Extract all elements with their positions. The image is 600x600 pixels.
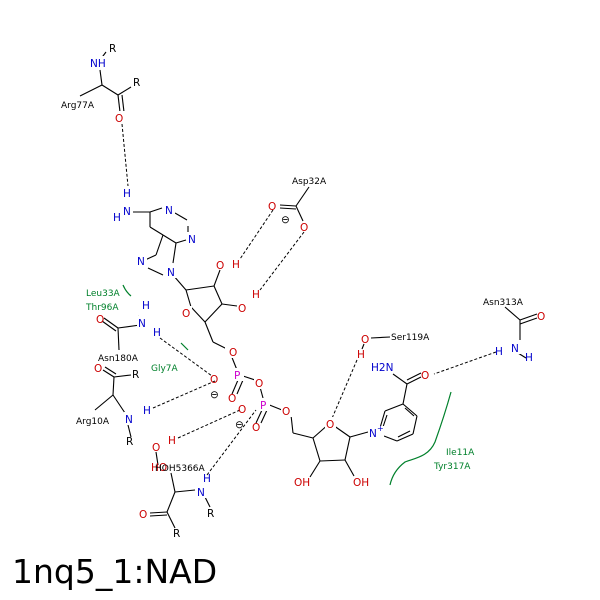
atom-o-pn-left: O: [238, 404, 246, 416]
atom-h-n6b: H: [113, 212, 121, 224]
atom-n9: N: [167, 267, 175, 279]
hydrophobic-arc-ile11: [389, 391, 452, 486]
covalent-bonds: [79, 51, 538, 529]
charge-pyridinium: +: [377, 424, 384, 433]
atom-o-pa-bottom: O: [228, 393, 236, 405]
diagram-title: 1nq5_1:NAD: [12, 552, 218, 591]
residue-arg10: Arg10A: [76, 417, 110, 427]
charge-pn: ⊖: [235, 419, 244, 431]
residue-thr96: Thr96A: [85, 303, 119, 313]
hbond-thr96-phosphate: [159, 337, 213, 377]
residue-tyr317: Tyr317A: [433, 462, 471, 472]
atom-n-asn313: N: [511, 343, 519, 355]
residue-ile11: Ile11A: [446, 448, 475, 458]
hbond-asp32-o2h: [239, 209, 274, 260]
hbond-hoh-phosphate: [177, 409, 241, 439]
atom-o5-adenosine: O: [229, 347, 237, 359]
atom-o-asp32-2: O: [300, 222, 308, 234]
atom-h-nh2-2: H: [153, 327, 161, 339]
atom-h-o2: H: [232, 259, 240, 271]
atom-r-arg77-1: R: [109, 43, 116, 55]
charge-asp32: ⊖: [281, 214, 290, 226]
atom-o-pa-left: O: [210, 374, 218, 386]
atom-n6: N: [123, 206, 131, 218]
atom-r-backbone-2: R: [173, 528, 180, 540]
hydrogen-bonds: [121, 123, 497, 476]
atom-h-asn313-1: H: [495, 346, 503, 358]
atom-pa: P: [234, 370, 240, 382]
atom-o-bridge: O: [255, 378, 263, 390]
atom-r-arg10-1: R: [132, 369, 139, 381]
atom-n3: N: [188, 234, 196, 246]
atom-n1: N: [165, 205, 173, 217]
residue-gly7: Gly7A: [151, 364, 179, 374]
residue-ser119: Ser119A: [391, 333, 430, 343]
atom-h-o3: H: [252, 289, 260, 301]
atom-ho-hoh: HO: [151, 462, 167, 474]
hydrophobic-contacts: [122, 284, 452, 486]
atom-o5-nicotinamide: O: [282, 406, 290, 418]
atom-labels: NH R R O H N H N N N N O O H O H Asp32A …: [61, 43, 545, 540]
atom-o4-ribose-n: O: [326, 419, 334, 431]
charge-pa: ⊖: [210, 389, 219, 401]
atom-o-ser119: O: [361, 334, 369, 346]
atom-o2-ribose-n: OH: [353, 477, 369, 489]
atom-h-arg10: H: [143, 405, 151, 417]
residue-arg77: Arg77A: [61, 101, 95, 111]
residue-asn180: Asn180A: [98, 354, 139, 364]
atom-n-asn180: N: [138, 318, 146, 330]
atom-r-arg10-2: R: [126, 436, 133, 448]
residue-asp32: Asp32A: [292, 177, 327, 187]
atom-nh-arg77: NH: [90, 58, 106, 70]
atom-o-asn180: O: [96, 314, 104, 326]
atom-o-hoh: O: [152, 442, 160, 454]
atom-o-asn313: O: [537, 311, 545, 323]
atom-n-arg10: N: [125, 414, 133, 426]
atom-h-asn313-2: H: [525, 352, 533, 364]
atom-o3-ribose-n: OH: [294, 477, 310, 489]
hbond-arg77-n6h: [121, 123, 129, 187]
atom-o-arg10: O: [94, 363, 102, 375]
atom-h-hoh: H: [168, 435, 176, 447]
atom-h-ser119: H: [357, 349, 365, 361]
atom-o-asp32-1: O: [268, 201, 276, 213]
atom-h-nh2-1: H: [142, 300, 150, 312]
residue-hoh: HOH5366A: [155, 464, 206, 474]
hydrophobic-arc-leu33: [122, 284, 132, 297]
atom-h2n-amide: H2N: [371, 362, 393, 374]
atom-r-arg77-2: R: [133, 77, 140, 89]
atom-o3-ribose-a: O: [238, 303, 246, 315]
hydrophobic-arc-gly7: [180, 342, 189, 351]
atom-h-n6: H: [123, 188, 131, 200]
residue-asn313: Asn313A: [483, 298, 524, 308]
atom-pn: P: [260, 400, 266, 412]
atom-o2-ribose-a: O: [216, 260, 224, 272]
hbond-ser119-ribose: [329, 359, 358, 424]
atom-n7: N: [137, 256, 145, 268]
hbond-asn313-amide: [433, 351, 497, 375]
residue-leu33: Leu33A: [86, 289, 121, 299]
atom-o-arg77: O: [115, 113, 123, 125]
atom-o4-ribose-a: O: [182, 308, 190, 320]
atom-o-pn-bottom: O: [252, 422, 260, 434]
atom-n-pyridinium: N: [369, 428, 377, 440]
atom-o-backbone: O: [139, 509, 147, 521]
atom-h-backbone: H: [203, 473, 211, 485]
hbond-asp32-o3h: [259, 231, 305, 291]
atom-n-backbone: N: [197, 487, 205, 499]
atom-r-backbone-1: R: [207, 508, 214, 520]
atom-o-amide: O: [421, 370, 429, 382]
hbond-backbone-n-phosphate: [206, 409, 257, 476]
hbond-arg10-phosphate: [152, 380, 216, 409]
